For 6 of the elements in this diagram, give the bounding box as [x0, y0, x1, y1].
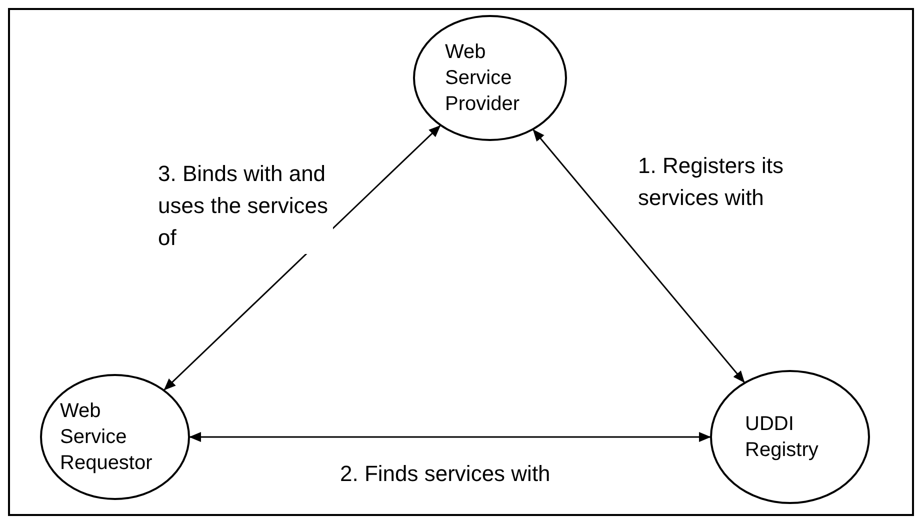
double-arrow	[532, 129, 745, 383]
double-arrow	[189, 432, 711, 442]
node-label: UDDI Registry	[745, 412, 820, 463]
node-label: Web Service Requestor	[60, 399, 154, 476]
node-label: Web Service Provider	[445, 40, 520, 117]
double-arrow	[164, 125, 441, 390]
